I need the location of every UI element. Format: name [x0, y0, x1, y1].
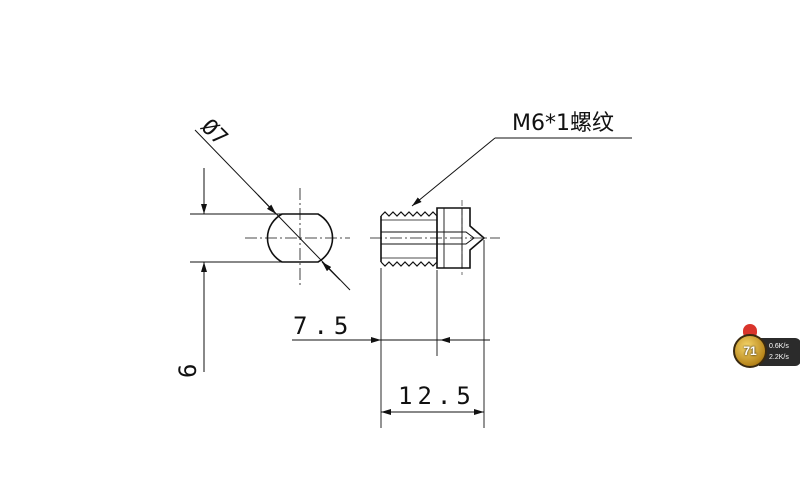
thread-leader	[411, 137, 632, 207]
side-view	[370, 200, 500, 275]
dim-12-5-label: 12.5	[398, 382, 476, 410]
diameter-leader	[194, 129, 351, 291]
stat-upload: 0.6K/s	[769, 343, 789, 350]
dim-6-label: 6	[174, 364, 202, 378]
dim-7-5-label: 7.5	[293, 312, 354, 340]
badge-icon: 71	[733, 334, 767, 368]
end-view	[190, 188, 350, 285]
stat-download: 2.2K/s	[769, 354, 789, 361]
speed-overlay-widget[interactable]: 0.6K/s 2.2K/s 71	[733, 324, 800, 370]
diameter-label: Ø7	[196, 115, 232, 151]
thread-label: M6*1螺纹	[512, 111, 614, 136]
